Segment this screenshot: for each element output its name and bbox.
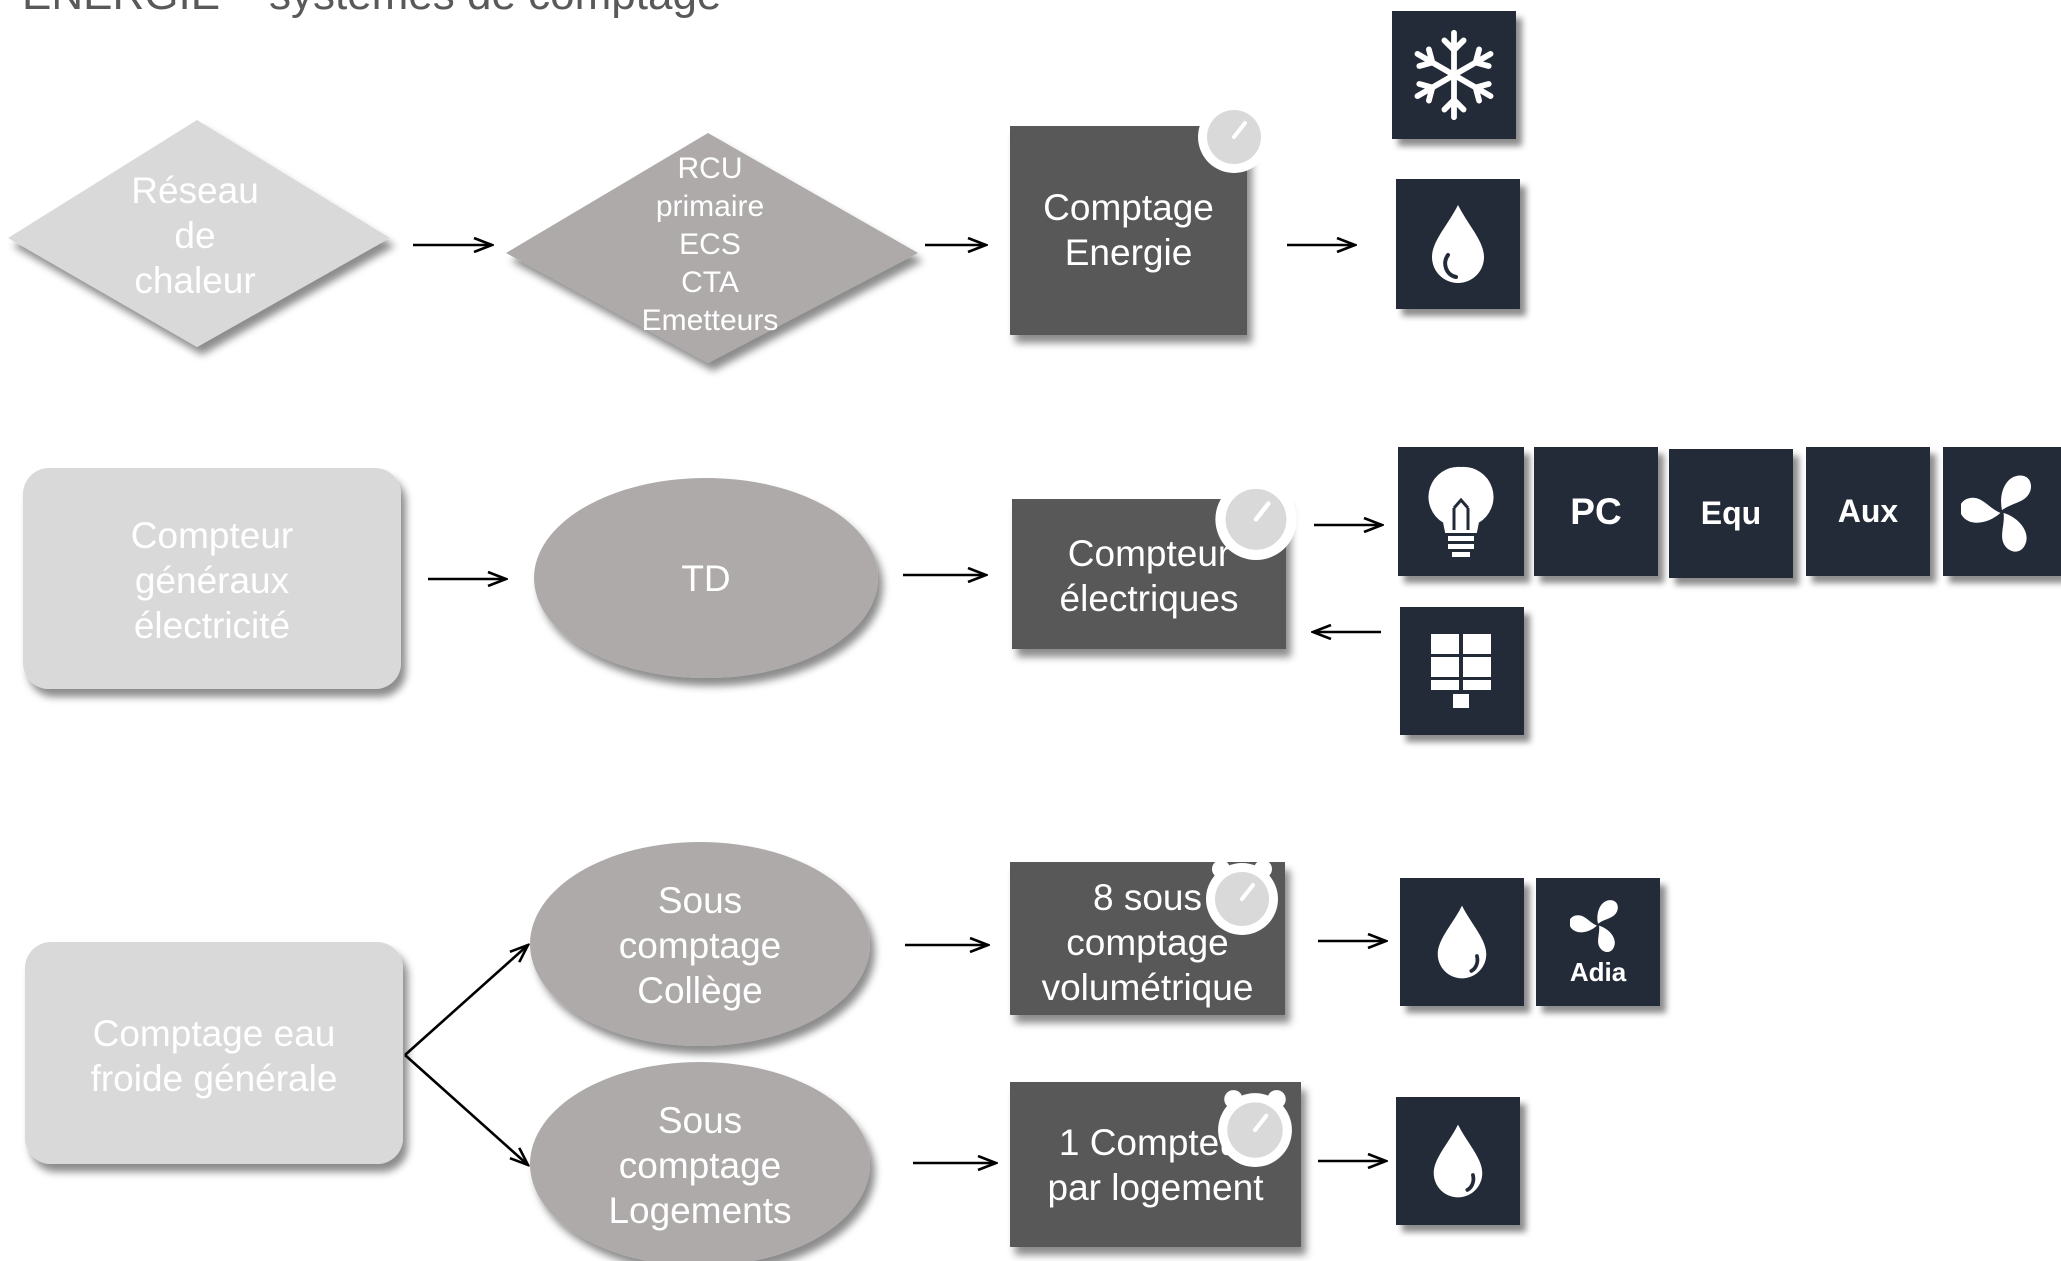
- adia-tile: Adia: [1536, 878, 1660, 1006]
- pc-tile: PC: [1534, 447, 1658, 576]
- snowflake-icon: [1414, 29, 1494, 121]
- lighting-tile: [1398, 447, 1524, 576]
- water-drop-icon: [1437, 905, 1487, 979]
- water-drop-icon: [1432, 205, 1484, 283]
- aux-label: Aux: [1837, 493, 1899, 529]
- lightbulb-icon: [1428, 466, 1494, 557]
- fan-icon: [1570, 899, 1618, 952]
- electricity-source-box: [23, 468, 401, 689]
- water-tile: [1396, 179, 1520, 309]
- college-submeter-ellipse: [530, 842, 870, 1046]
- equ-tile: Equ: [1669, 449, 1793, 578]
- water-drop-icon: [1433, 1124, 1483, 1198]
- gauge-icon: [1215, 475, 1297, 560]
- housing-water-tile: [1396, 1097, 1520, 1225]
- solar-tile: [1400, 607, 1524, 735]
- heat-circuits-diamond: [506, 133, 918, 363]
- gauge-icon: [1206, 860, 1278, 935]
- gauge-icon: [1218, 1090, 1292, 1167]
- aux-tile: Aux: [1806, 447, 1930, 576]
- page-title: ENERGIE – systèmes de comptage: [22, 0, 721, 20]
- cooling-tile: [1392, 11, 1516, 139]
- td-ellipse: [534, 478, 878, 678]
- pc-label: PC: [1570, 490, 1622, 532]
- equ-label: Equ: [1700, 495, 1762, 531]
- solar-panel-icon: [1431, 634, 1491, 708]
- adia-label: Adia: [1569, 956, 1627, 987]
- gauge-icon: [1198, 98, 1270, 173]
- ventilation-tile: [1943, 447, 2061, 576]
- heat-network-diamond: [8, 120, 390, 347]
- arrow: [404, 945, 528, 1056]
- housing-submeter-ellipse: [530, 1062, 870, 1261]
- cold-water-source-box: [25, 942, 403, 1164]
- college-water-tile: [1400, 878, 1524, 1006]
- fan-icon: [1961, 475, 2032, 552]
- arrow: [404, 1054, 528, 1165]
